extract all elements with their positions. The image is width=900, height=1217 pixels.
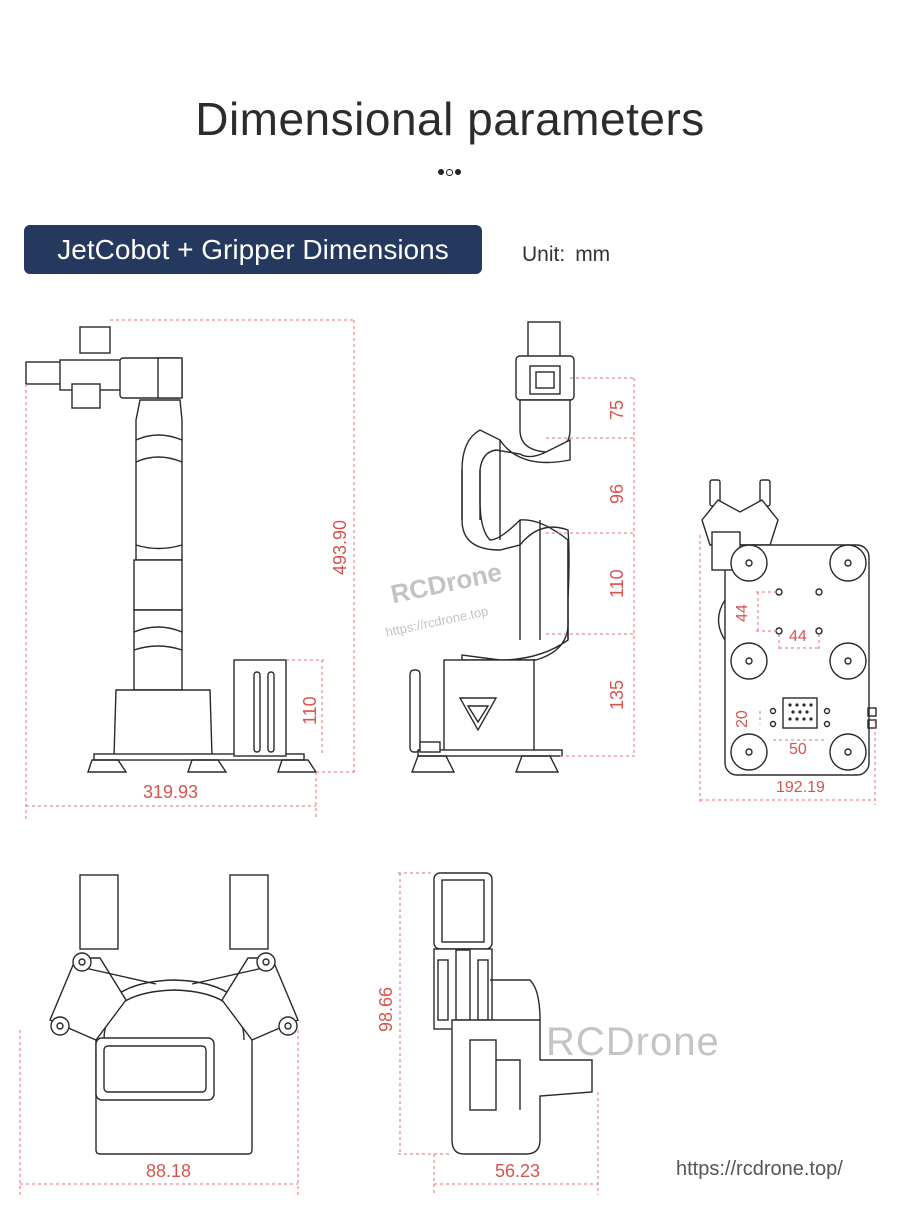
dim-base-hole-v: 44 <box>734 604 751 622</box>
base-top-dimension-lines <box>699 535 876 805</box>
dot <box>455 169 461 175</box>
dim-side-height: 493.90 <box>330 519 350 575</box>
front-view-robot <box>409 321 575 773</box>
page-title: Dimensional parameters <box>195 93 705 145</box>
dim-base-hole-h: 44 <box>789 628 807 645</box>
title-decoration-dots <box>435 166 465 178</box>
dim-gripper-width: 88.18 <box>146 1161 192 1181</box>
dim-base-port-w: 50 <box>789 741 807 758</box>
dim-front-seg4: 135 <box>607 679 627 710</box>
vent-grid <box>788 703 813 721</box>
dot <box>446 169 453 176</box>
dim-side-box-height: 110 <box>300 696 320 725</box>
base-top-view <box>701 479 877 776</box>
dim-front-seg3: 110 <box>607 569 627 598</box>
dim-gripper-height: 98.66 <box>376 986 396 1032</box>
dim-front-seg1: 75 <box>607 399 627 420</box>
side-view-robot <box>25 326 318 773</box>
section-badge: JetCobot + Gripper Dimensions <box>24 225 482 274</box>
gripper-front-view <box>49 874 299 1155</box>
gripper-side-dimension-lines <box>398 872 599 1195</box>
front-view-dimension-lines <box>546 377 636 757</box>
gripper-side-view <box>433 872 593 1155</box>
unit-label: Unit: mm <box>522 243 610 267</box>
dim-base-width: 192.19 <box>776 779 825 796</box>
watermark-brand-large: RCDrone <box>546 1020 720 1064</box>
dim-base-port-h: 20 <box>734 710 751 728</box>
dim-front-seg2: 96 <box>607 483 627 504</box>
dot <box>438 169 444 175</box>
dim-side-width: 319.93 <box>143 782 199 802</box>
unit-value: mm <box>575 243 611 266</box>
unit-label-text: Unit: <box>522 243 566 266</box>
gripper-front-dimension-lines <box>19 1030 299 1195</box>
side-view-dimension-lines <box>25 319 356 820</box>
dim-gripper-depth: 56.23 <box>495 1161 541 1181</box>
suction-feet <box>730 544 867 771</box>
footer-url: https://rcdrone.top/ <box>676 1158 843 1180</box>
